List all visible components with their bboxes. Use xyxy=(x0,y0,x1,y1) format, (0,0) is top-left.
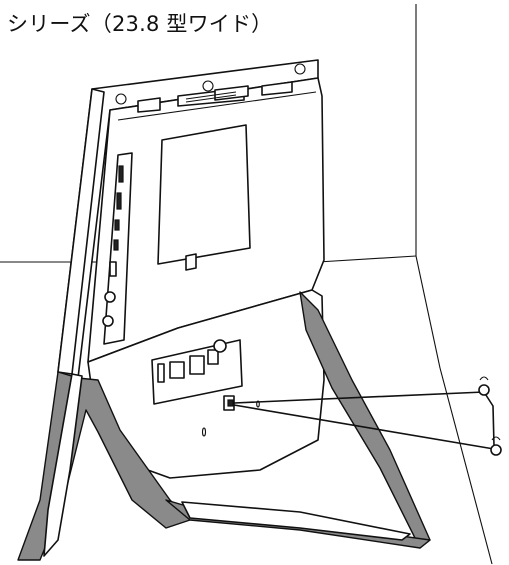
wire-anchor-bottom xyxy=(490,444,502,456)
security-wire xyxy=(233,376,502,456)
wire-anchor-top xyxy=(478,384,490,396)
lower-body xyxy=(87,289,325,479)
series-caption: シリーズ（23.8 型ワイド） xyxy=(7,12,273,36)
rear-stand-leg xyxy=(165,291,431,549)
room-wall-lines xyxy=(0,4,493,565)
front-leg xyxy=(17,371,191,561)
